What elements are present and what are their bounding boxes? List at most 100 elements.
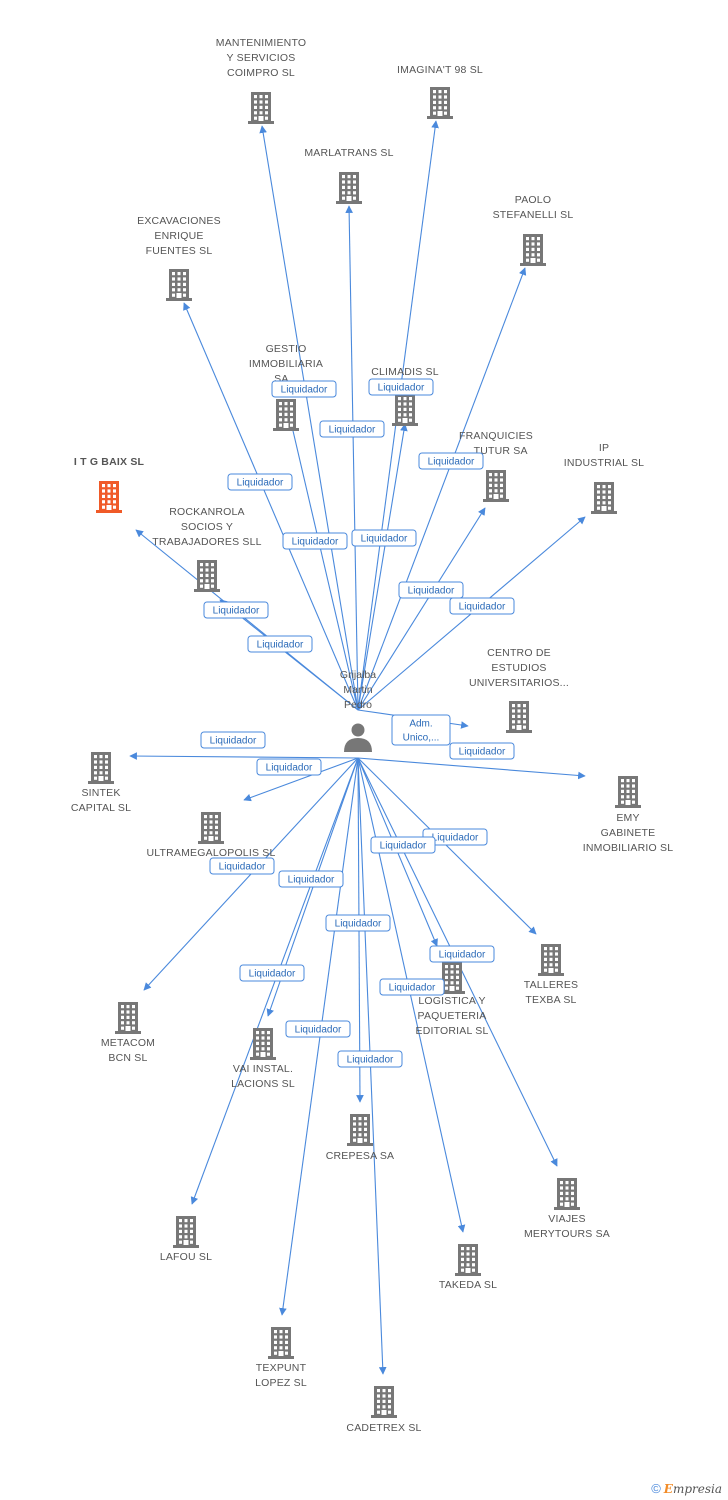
building-icon[interactable]: [427, 87, 453, 119]
relation-label-ultramega[interactable]: Liquidador: [256, 758, 322, 776]
company-name[interactable]: IMMOBILIARIA: [249, 358, 323, 370]
company-name[interactable]: ROCKANROLA: [169, 506, 245, 518]
company-node-cadetrex[interactable]: CADETREX SL: [346, 1386, 421, 1434]
company-node-paolo[interactable]: PAOLO STEFANELLI SL: [493, 194, 574, 266]
company-node-climadis[interactable]: CLIMADIS SL: [371, 366, 439, 426]
company-name[interactable]: ENRIQUE: [154, 230, 203, 242]
company-name[interactable]: IP: [599, 442, 609, 454]
company-name[interactable]: TEXPUNT: [256, 1362, 307, 1374]
building-icon[interactable]: [248, 92, 274, 124]
company-name[interactable]: IMAGINA'T 98 SL: [397, 64, 483, 76]
building-icon[interactable]: [336, 172, 362, 204]
person-name[interactable]: Martin: [343, 684, 372, 696]
company-name[interactable]: ULTRAMEGALOPOLIS SL: [146, 847, 275, 859]
company-name[interactable]: MANTENIMIENTO: [216, 37, 307, 49]
company-name[interactable]: TEXBA SL: [525, 994, 576, 1006]
company-name[interactable]: VIAJES: [548, 1213, 585, 1225]
company-node-texpunt[interactable]: TEXPUNT LOPEZ SL: [255, 1327, 307, 1389]
relation-label-excavaciones[interactable]: Liquidador: [227, 473, 293, 491]
company-node-lafou[interactable]: LAFOU SL: [160, 1216, 212, 1263]
relation-label-itgbaix[interactable]: Liquidador: [203, 601, 269, 619]
company-name[interactable]: BCN SL: [108, 1052, 147, 1064]
relation-label-ip[interactable]: Liquidador: [449, 597, 515, 615]
relation-label-imaginat[interactable]: Liquidador: [319, 420, 385, 438]
company-name[interactable]: LACIONS SL: [231, 1078, 295, 1090]
relation-label-cadetrex[interactable]: Liquidador: [337, 1050, 403, 1068]
company-name[interactable]: INDUSTRIAL SL: [564, 457, 644, 469]
company-node-marlatrans[interactable]: MARLATRANS SL: [304, 147, 393, 204]
company-name[interactable]: GESTIO: [266, 343, 307, 355]
building-icon[interactable]: [166, 269, 192, 301]
building-icon[interactable]: [194, 560, 220, 592]
building-icon[interactable]: [520, 234, 546, 266]
relation-label-metacom[interactable]: Liquidador: [209, 857, 275, 875]
relation-label-gestio[interactable]: Liquidador: [282, 532, 348, 550]
building-icon[interactable]: [268, 1327, 294, 1359]
company-name[interactable]: VAI INSTAL.: [233, 1063, 293, 1075]
company-name[interactable]: PAOLO: [515, 194, 551, 206]
building-icon[interactable]: [483, 470, 509, 502]
building-icon[interactable]: [615, 776, 641, 808]
company-name[interactable]: LOPEZ SL: [255, 1377, 307, 1389]
person-icon[interactable]: [344, 723, 372, 753]
company-name[interactable]: SINTEK: [81, 787, 120, 799]
person-name[interactable]: Grijalba: [340, 669, 376, 681]
relation-label-centro[interactable]: Adm.Unico,...: [391, 714, 451, 746]
company-name[interactable]: FUENTES SL: [146, 245, 213, 257]
relation-label-emy[interactable]: Liquidador: [449, 742, 515, 760]
building-icon[interactable]: [88, 752, 114, 784]
company-name[interactable]: TAKEDA SL: [439, 1279, 497, 1291]
company-node-itgbaix[interactable]: I T G BAIX SL: [74, 456, 145, 513]
company-name[interactable]: Y SERVICIOS: [227, 52, 296, 64]
company-node-imaginat[interactable]: IMAGINA'T 98 SL: [397, 64, 483, 119]
company-name[interactable]: INMOBILIARIO SL: [583, 842, 674, 854]
company-node-mantenimiento[interactable]: MANTENIMIENTO Y SERVICIOS COIMPRO SL: [216, 37, 307, 124]
company-name[interactable]: I T G BAIX SL: [74, 456, 145, 468]
relation-label-texpunt[interactable]: Liquidador: [285, 1020, 351, 1038]
building-icon[interactable]: [392, 394, 418, 426]
company-name[interactable]: EMY: [616, 812, 639, 824]
company-name[interactable]: PAQUETERIA: [418, 1010, 487, 1022]
company-node-crepesa[interactable]: CREPESA SA: [326, 1114, 395, 1162]
relation-label-mantenimiento[interactable]: Liquidador: [271, 380, 337, 398]
building-icon[interactable]: [506, 701, 532, 733]
company-node-ultramega[interactable]: ULTRAMEGALOPOLIS SL: [146, 812, 275, 859]
company-name[interactable]: TRABAJADORES SLL: [152, 536, 261, 548]
relation-label-crepesa[interactable]: Liquidador: [325, 914, 391, 932]
building-icon[interactable]: [538, 944, 564, 976]
company-name[interactable]: TALLERES: [524, 979, 579, 991]
company-name[interactable]: STEFANELLI SL: [493, 209, 574, 221]
building-icon[interactable]: [250, 1028, 276, 1060]
relation-label-sintek[interactable]: Liquidador: [200, 731, 266, 749]
relation-label-takeda[interactable]: Liquidador: [379, 978, 445, 996]
building-icon[interactable]: [273, 399, 299, 431]
relation-label-climadis[interactable]: Liquidador: [418, 452, 484, 470]
company-name[interactable]: COIMPRO SL: [227, 67, 295, 79]
company-node-viajes[interactable]: VIAJES MERYTOURS SA: [524, 1178, 610, 1240]
company-name[interactable]: MERYTOURS SA: [524, 1228, 610, 1240]
relation-label-franquicies[interactable]: Liquidador: [398, 581, 464, 599]
relation-label-viajes[interactable]: Liquidador: [429, 945, 495, 963]
building-icon[interactable]: [591, 482, 617, 514]
relation-label-marlatrans[interactable]: Liquidador: [351, 529, 417, 547]
company-name[interactable]: ESTUDIOS: [491, 662, 546, 674]
company-node-ip[interactable]: IP INDUSTRIAL SL: [564, 442, 644, 514]
footer-brand[interactable]: © Empresia: [651, 1481, 722, 1496]
person-name[interactable]: Pedro: [344, 699, 372, 711]
company-name[interactable]: FRANQUICIES: [459, 430, 533, 442]
building-icon[interactable]: [554, 1178, 580, 1210]
company-name[interactable]: GABINETE: [601, 827, 656, 839]
company-name[interactable]: UNIVERSITARIOS...: [469, 677, 569, 689]
building-icon[interactable]: [115, 1002, 141, 1034]
company-name[interactable]: CADETREX SL: [346, 1422, 421, 1434]
relation-label-lafou[interactable]: Liquidador: [239, 964, 305, 982]
building-icon[interactable]: [371, 1386, 397, 1418]
company-name[interactable]: LOGISTICA Y: [418, 995, 485, 1007]
building-icon[interactable]: [347, 1114, 373, 1146]
building-icon[interactable]: [173, 1216, 199, 1248]
